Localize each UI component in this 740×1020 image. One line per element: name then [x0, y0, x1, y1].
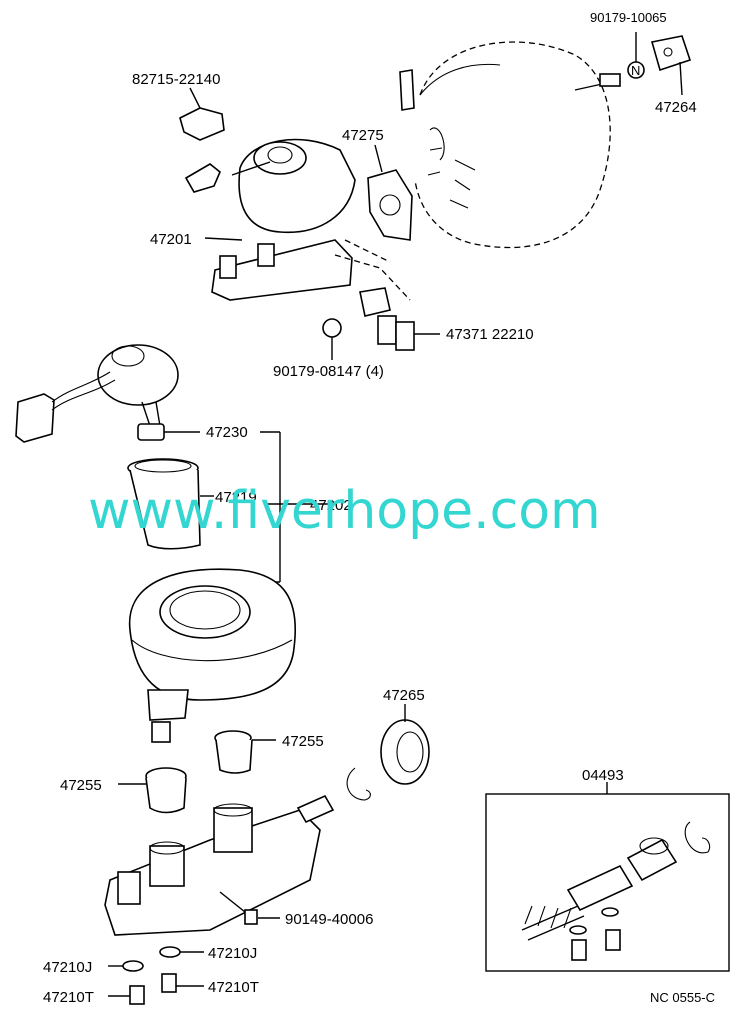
- label-90179-08147: 90179-08147 (4): [273, 363, 384, 380]
- label-04493: 04493: [582, 767, 624, 784]
- washer-47210j-left: [122, 960, 144, 972]
- label-47230: 47230: [206, 424, 248, 441]
- seal-47265: [380, 704, 430, 785]
- clevis-assembly: N: [627, 32, 692, 96]
- label-47202: 47202: [310, 497, 352, 514]
- label-47275: 47275: [342, 127, 384, 144]
- footer-code: NC 0555-C: [650, 990, 715, 1005]
- label-47264: 47264: [655, 99, 697, 116]
- n-mark: N: [631, 63, 640, 78]
- label-47265: 47265: [383, 687, 425, 704]
- grommet-47255-left: [118, 767, 187, 814]
- kit-bleeder-a: [605, 929, 621, 951]
- bracket-82715: [179, 87, 225, 193]
- reservoir-47202: [128, 503, 330, 743]
- mounting-dashes: [334, 239, 411, 301]
- strainer-47219: [127, 458, 214, 550]
- reservoir-cap-with-sensor: [15, 344, 179, 443]
- kit-bleeder-b: [571, 939, 587, 961]
- label-90149-40006: 90149-40006: [285, 911, 373, 928]
- master-cylinder-body: [104, 794, 335, 936]
- label-47255-left: 47255: [60, 777, 102, 794]
- switch-47371: [359, 287, 440, 351]
- label-47255-right: 47255: [282, 733, 324, 750]
- label-47219: 47219: [215, 489, 257, 506]
- label-82715-22140: 82715-22140: [132, 71, 220, 88]
- bleeder-47210t-left: [108, 985, 145, 1005]
- master-cylinder-assembly: [211, 138, 356, 301]
- snap-ring: [346, 767, 371, 801]
- label-47210j-right: 47210J: [208, 945, 257, 962]
- label-47210t-right: 47210T: [208, 979, 259, 996]
- label-47371-22210: 47371 22210: [446, 326, 534, 343]
- piston-spring: [521, 837, 678, 941]
- label-47210j-left: 47210J: [43, 959, 92, 976]
- bolt-90179-08147: [322, 318, 342, 360]
- repair-kit-box: [485, 782, 730, 972]
- brake-booster: [399, 41, 621, 249]
- kit-washer-b: [569, 925, 587, 935]
- grommet-47255-right: [214, 730, 276, 774]
- washer-47210j-right: [159, 946, 181, 958]
- label-47201: 47201: [150, 231, 192, 248]
- bleeder-47210t-right: [161, 973, 204, 993]
- bolt-90149: [244, 909, 280, 925]
- kit-snap-ring: [684, 821, 711, 854]
- float-47230: [137, 423, 200, 441]
- watermark-text: www.fiverhope.com: [88, 481, 601, 541]
- kit-washer: [601, 907, 619, 917]
- gasket-47275: [367, 144, 413, 241]
- label-47210t-left: 47210T: [43, 989, 94, 1006]
- label-90179-10065: 90179-10065: [590, 10, 667, 25]
